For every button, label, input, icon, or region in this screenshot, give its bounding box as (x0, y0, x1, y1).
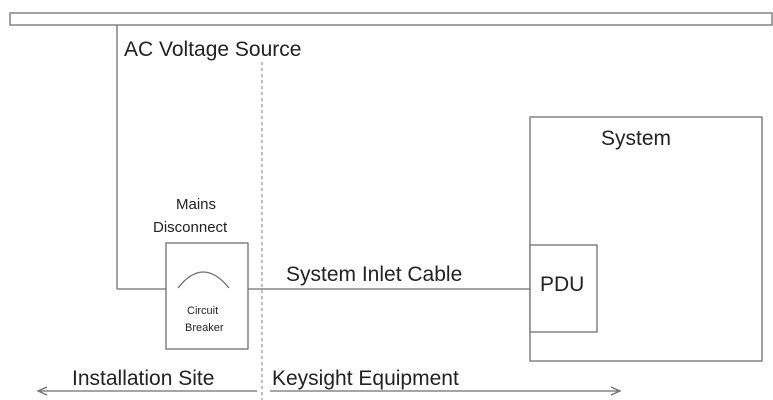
circuit-breaker-label-line2: Breaker (185, 322, 224, 334)
right-arrowhead (610, 386, 622, 396)
ac-bus-bar (9, 12, 773, 26)
pdu-label: PDU (540, 273, 585, 296)
ac-voltage-source-label: AC Voltage Source (124, 38, 302, 61)
system-box (529, 116, 763, 362)
mains-disconnect-label-line2: Disconnect (153, 219, 228, 236)
keysight-equipment-label: Keysight Equipment (272, 367, 459, 390)
left-arrowhead (36, 386, 48, 396)
pdu-box (529, 244, 598, 333)
system-label: System (601, 127, 672, 150)
circuit-breaker-label-line1: Circuit (187, 305, 219, 317)
circuit-breaker-box (165, 242, 249, 350)
installation-site-label: Installation Site (72, 367, 215, 390)
system-inlet-cable-label: System Inlet Cable (286, 263, 463, 286)
breaker-arc-icon (177, 271, 230, 289)
mains-disconnect-label-line1: Mains (176, 196, 217, 213)
